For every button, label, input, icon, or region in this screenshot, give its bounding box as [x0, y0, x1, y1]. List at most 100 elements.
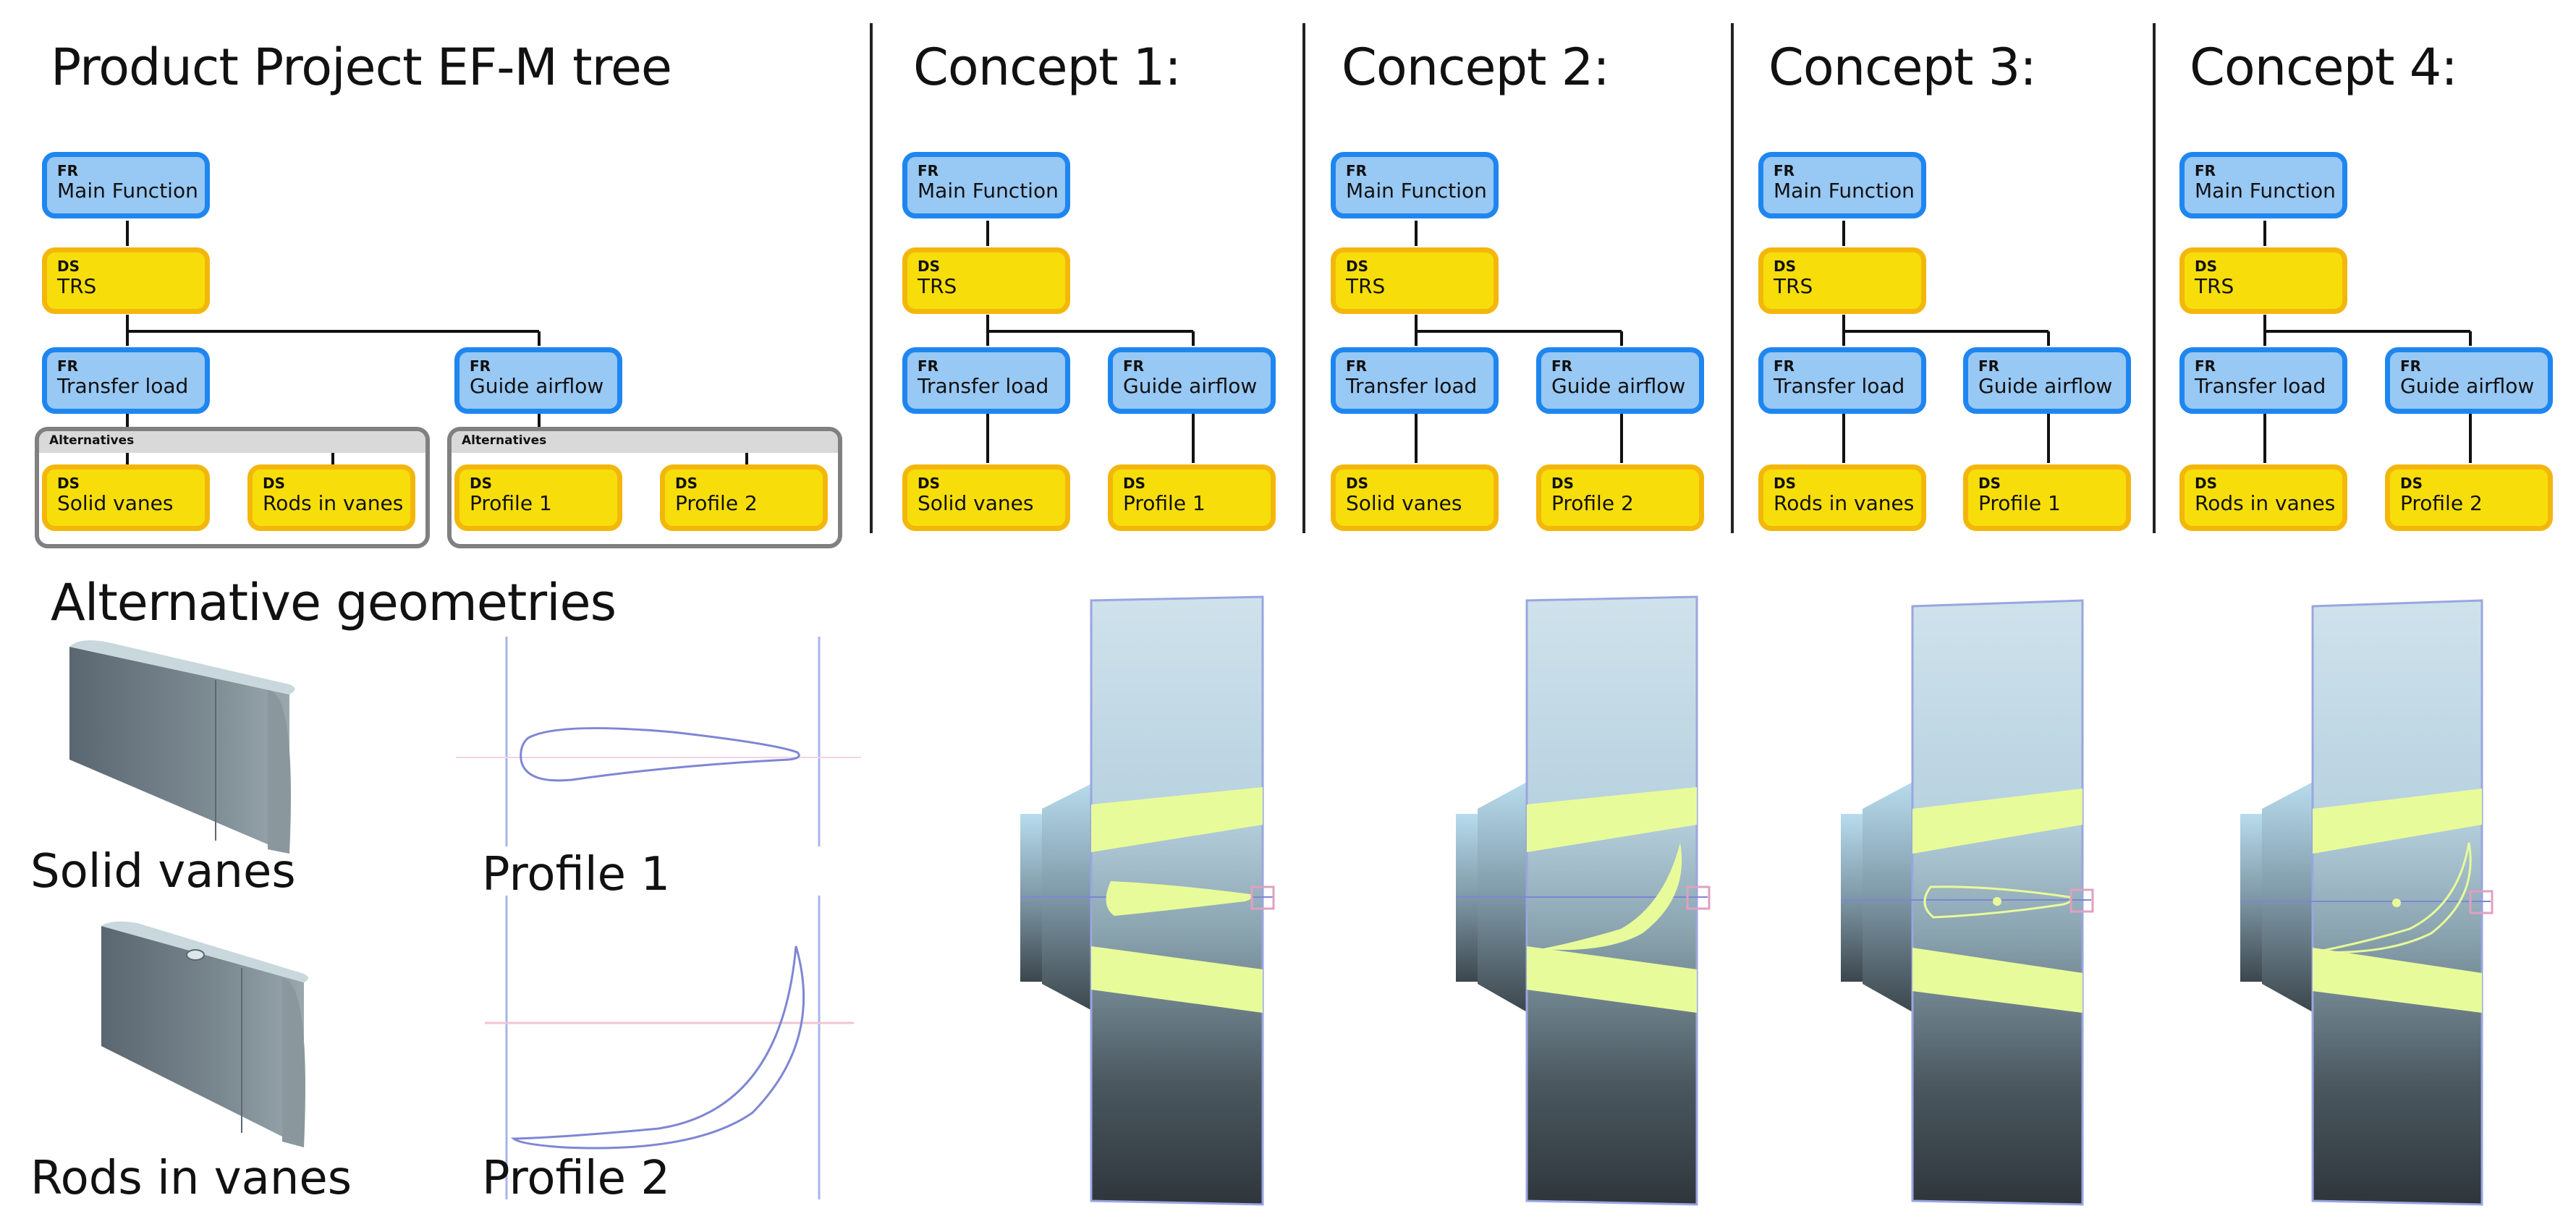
- node-label: Guide airflow: [1123, 374, 1258, 398]
- rods-in-vanes-caption: Rods in vanes: [30, 1152, 352, 1205]
- concept-2-render: [1456, 595, 1711, 1206]
- fr-tag: FR: [1774, 162, 1795, 179]
- node-label: Rods in vanes: [2195, 491, 2336, 515]
- ds-tag: DS: [57, 258, 80, 275]
- ds-tag: DS: [918, 258, 941, 275]
- concept-3-guide-airflow-node: FR Guide airflow: [1963, 347, 2131, 414]
- fr-tag: FR: [1978, 357, 2000, 375]
- solid-vane-render: [69, 640, 295, 854]
- solid-vanes-caption: Solid vanes: [30, 845, 296, 898]
- concept-4-main-function-node: FR Main Function: [2179, 152, 2347, 218]
- ds-trs-node: DS TRS: [42, 247, 210, 314]
- ds-tag: DS: [1346, 475, 1369, 492]
- concept-1-load-solution-node: DS Solid vanes: [902, 464, 1070, 531]
- concept-4-load-solution-node: DS Rods in vanes: [2179, 464, 2347, 531]
- concept-4-trs-node: DS TRS: [2179, 247, 2347, 314]
- concept-2-title: Concept 2:: [1342, 38, 1610, 97]
- node-label: Profile 1: [1123, 491, 1206, 515]
- fr-tag: FR: [57, 162, 79, 179]
- node-label: Main Function: [57, 179, 198, 203]
- node-label: Rods in vanes: [263, 491, 404, 515]
- node-label: Transfer load: [1774, 374, 1905, 398]
- concept-3-main-function-node: FR Main Function: [1758, 152, 1926, 218]
- ds-tag: DS: [2195, 258, 2218, 275]
- fr-tag: FR: [918, 357, 939, 375]
- ds-solid-vanes-node: DS Solid vanes: [42, 464, 210, 531]
- column-divider: [870, 23, 873, 533]
- node-label: TRS: [57, 274, 97, 298]
- node-label: Solid vanes: [57, 491, 174, 515]
- profile-2-sketch: [485, 896, 854, 1199]
- concept-4-render: [2240, 599, 2494, 1206]
- fr-guide-airflow-node: FR Guide airflow: [454, 347, 622, 414]
- ds-tag: DS: [1774, 258, 1797, 275]
- concept-3-airflow-solution-node: DS Profile 1: [1963, 464, 2131, 531]
- concept-2-trs-node: DS TRS: [1331, 247, 1499, 314]
- fr-tag: FR: [1551, 357, 1573, 375]
- node-label: Guide airflow: [2400, 374, 2535, 398]
- ds-tag: DS: [2195, 475, 2218, 492]
- ds-tag: DS: [1551, 475, 1575, 492]
- column-divider: [1302, 23, 1305, 533]
- ds-profile-2-node: DS Profile 2: [660, 464, 828, 531]
- node-label: Profile 2: [2400, 491, 2483, 515]
- fr-tag: FR: [1346, 162, 1368, 179]
- concept-4-airflow-solution-node: DS Profile 2: [2385, 464, 2553, 531]
- rods-in-vanes-render: [101, 921, 308, 1147]
- concept-4-transfer-load-node: FR Transfer load: [2179, 347, 2347, 414]
- concept-3-transfer-load-node: FR Transfer load: [1758, 347, 1926, 414]
- ds-tag: DS: [57, 475, 80, 492]
- ds-tag: DS: [675, 475, 698, 492]
- guide-airflow-alternatives-box: Alternatives: [447, 427, 842, 548]
- ds-tag: DS: [263, 475, 286, 492]
- concept-1-airflow-solution-node: DS Profile 1: [1108, 464, 1276, 531]
- concept-1-transfer-load-node: FR Transfer load: [902, 347, 1070, 414]
- alternatives-band: [39, 431, 425, 453]
- node-label: Profile 2: [1551, 491, 1634, 515]
- alternative-geometries-title: Alternative geometries: [51, 573, 617, 632]
- node-label: Solid vanes: [1346, 491, 1462, 515]
- node-label: TRS: [1346, 274, 1386, 298]
- node-label: Transfer load: [918, 374, 1049, 398]
- node-label: Profile 2: [675, 491, 758, 515]
- concept-1-render: [1020, 595, 1275, 1206]
- fr-transfer-load-node: FR Transfer load: [42, 347, 210, 414]
- alternatives-label: Alternatives: [462, 433, 547, 448]
- concept-1-main-function-node: FR Main Function: [902, 152, 1070, 218]
- profile-1-sketch: [456, 637, 861, 846]
- ds-profile-1-node: DS Profile 1: [454, 464, 622, 531]
- node-label: Transfer load: [1346, 374, 1478, 398]
- fr-tag: FR: [1774, 357, 1795, 375]
- node-label: TRS: [1774, 274, 1813, 298]
- fr-tag: FR: [2400, 357, 2422, 375]
- node-label: Guide airflow: [1978, 374, 2113, 398]
- concept-2-load-solution-node: DS Solid vanes: [1331, 464, 1499, 531]
- transfer-load-alternatives-box: Alternatives: [35, 427, 430, 548]
- ds-tag: DS: [918, 475, 941, 492]
- node-label: Profile 1: [1978, 491, 2061, 515]
- ds-tag: DS: [1774, 475, 1797, 492]
- concept-4-title: Concept 4:: [2190, 38, 2458, 97]
- concept-3-load-solution-node: DS Rods in vanes: [1758, 464, 1926, 531]
- ds-tag: DS: [1123, 475, 1146, 492]
- fr-tag: FR: [1346, 357, 1368, 375]
- concept-2-guide-airflow-node: FR Guide airflow: [1536, 347, 1704, 414]
- fr-tag: FR: [470, 357, 491, 375]
- ds-tag: DS: [2400, 475, 2423, 492]
- fr-tag: FR: [57, 357, 79, 375]
- concept-1-trs-node: DS TRS: [902, 247, 1070, 314]
- concept-1-guide-airflow-node: FR Guide airflow: [1108, 347, 1276, 414]
- node-label: Main Function: [1774, 179, 1915, 203]
- concept-4-guide-airflow-node: FR Guide airflow: [2385, 347, 2553, 414]
- concept-2-airflow-solution-node: DS Profile 2: [1536, 464, 1704, 531]
- node-label: Guide airflow: [470, 374, 604, 398]
- ds-tag: DS: [1978, 475, 2001, 492]
- ds-tag: DS: [470, 475, 493, 492]
- node-label: TRS: [2195, 274, 2234, 298]
- fr-tag: FR: [918, 162, 939, 179]
- alternatives-band: [452, 431, 838, 453]
- ds-tag: DS: [1346, 258, 1369, 275]
- column-divider: [2153, 23, 2156, 533]
- node-label: Main Function: [918, 179, 1059, 203]
